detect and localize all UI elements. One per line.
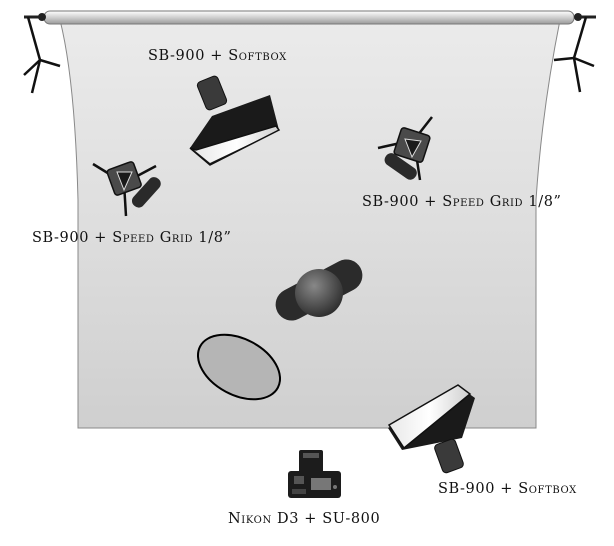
subject xyxy=(275,259,363,321)
softbox-bottom xyxy=(387,384,475,474)
left-backdrop-stand xyxy=(23,16,61,94)
softbox-top-label: SB-900 + Softbox xyxy=(148,48,287,64)
camera-label: Nikon D3 + SU-800 xyxy=(228,511,381,527)
right-backdrop-stand xyxy=(553,16,595,93)
softbox-top xyxy=(189,75,281,166)
grid-light-left xyxy=(92,161,161,217)
backdrop xyxy=(59,19,561,429)
softbox-bottom-label: SB-900 + Softbox xyxy=(438,481,577,497)
camera xyxy=(288,450,341,498)
grid-light-right-label: SB-900 + Speed Grid 1/8” xyxy=(362,194,562,210)
grid-light-right xyxy=(377,116,433,181)
reflector xyxy=(196,333,282,401)
backdrop-roll xyxy=(24,10,596,25)
grid-light-left-label: SB-900 + Speed Grid 1/8” xyxy=(32,230,232,246)
